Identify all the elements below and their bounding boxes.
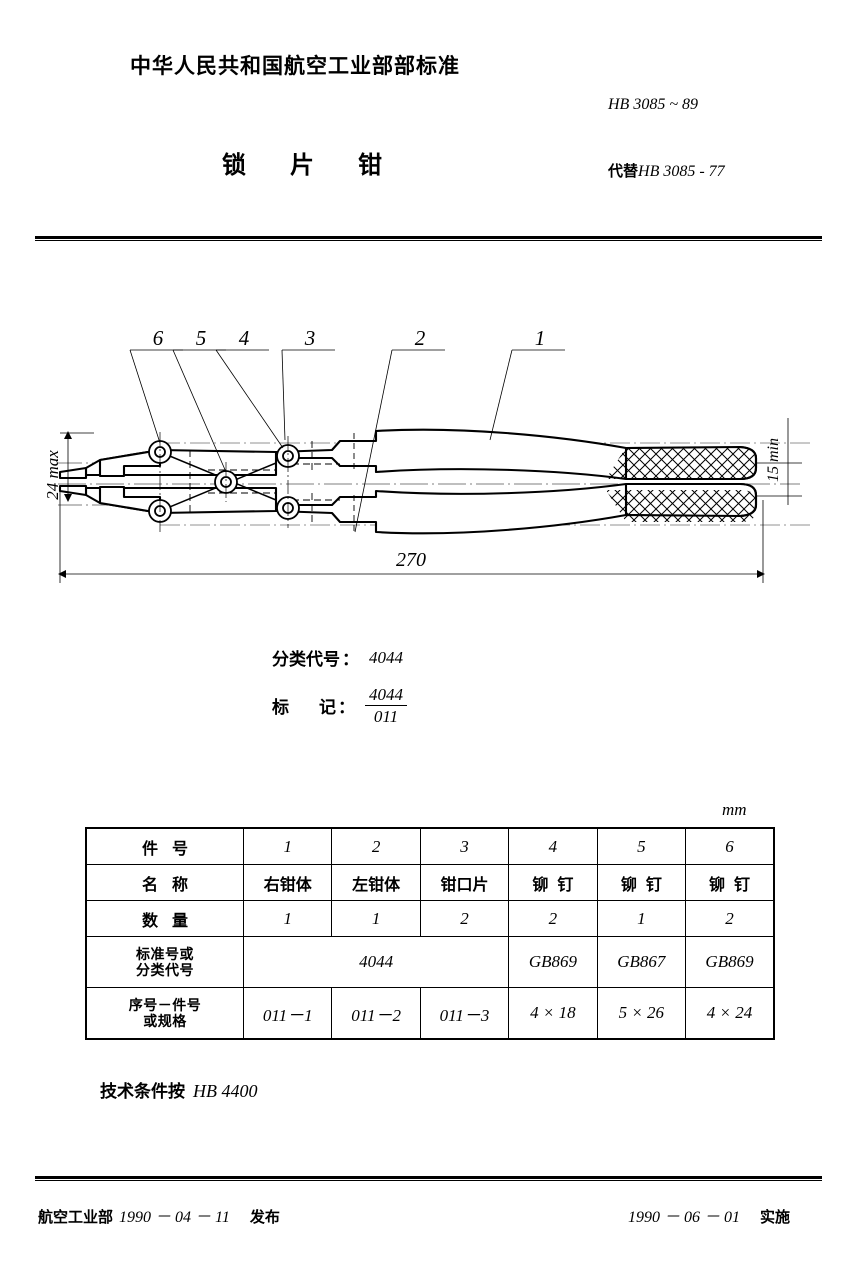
- serial-1: 011－1: [242, 987, 333, 1040]
- part-no-1: 1: [242, 827, 333, 865]
- footer-issuer: 航空工业部: [38, 1209, 114, 1226]
- part-no-5: 5: [596, 827, 687, 865]
- footer-effective: 1990 － 06 － 01 实施: [622, 1203, 790, 1227]
- tech-note-label: 技术条件按: [100, 1082, 185, 1101]
- serial-5: 5 × 26: [596, 987, 687, 1040]
- tech-note-code: HB 4400: [193, 1081, 258, 1101]
- callout-5: 5: [196, 326, 207, 350]
- marking-colon: ：: [338, 698, 355, 718]
- row-label-quantity: 数量: [85, 900, 244, 937]
- serial-6: 4 × 24: [685, 987, 776, 1040]
- table-unit-label: mm: [722, 800, 747, 819]
- header-divider-rule: [35, 236, 822, 241]
- quantity-4: 2: [508, 900, 598, 937]
- dim-height-label: 24 max: [43, 450, 62, 500]
- callout-1: 1: [535, 326, 546, 350]
- footer-issue-date: 1990 － 04 － 11: [119, 1209, 230, 1226]
- table-row-name: 名称 右钳体 左钳体 钳口片 铆钉 铆钉 铆钉: [85, 864, 776, 901]
- part-no-2: 2: [331, 827, 421, 865]
- footer-effective-action: 实施: [760, 1209, 791, 1226]
- name-2: 左钳体: [331, 864, 421, 901]
- marking-numerator: 4044: [369, 685, 403, 704]
- marking-label-b: 记: [319, 698, 336, 718]
- marking-denominator: 011: [365, 705, 407, 727]
- document-title: 锁片钳: [222, 145, 382, 180]
- replaces-code: HB 3085 - 77: [638, 163, 725, 180]
- doc-title-char-2: 片: [290, 152, 314, 179]
- row-label-name: 名称: [85, 864, 244, 901]
- classification-block: 分类代号 ： 4044 标 记 ： 4044 011: [272, 645, 407, 742]
- callout-6: 6: [153, 326, 164, 350]
- tech-condition-note: 技术条件按 HB 4400: [100, 1077, 258, 1102]
- marking-row: 标 记 ： 4044 011: [272, 684, 407, 728]
- serial-4: 4 × 18: [508, 987, 598, 1040]
- std-code-4: GB869: [508, 936, 598, 988]
- table-row-serial: 序号－件号 或规格 011－1 011－2 011－3 4 × 18 5 × 2…: [85, 987, 776, 1040]
- std-code-5: GB867: [596, 936, 687, 988]
- classification-code-label: 分类代号: [272, 650, 340, 669]
- name-3: 钳口片: [419, 864, 510, 901]
- callout-4: 4: [239, 326, 250, 350]
- pliers-technical-drawing: 6 5 4 3 2 1 24 max 15 min: [40, 300, 820, 620]
- classification-code-value: 4044: [369, 647, 403, 667]
- replaces-label: 代替: [608, 163, 639, 180]
- footer-issue-action: 发布: [249, 1209, 280, 1226]
- name-1: 右钳体: [242, 864, 333, 901]
- table-row-part-no: 件号 1 2 3 4 5 6: [85, 827, 776, 865]
- part-no-6: 6: [685, 827, 776, 865]
- doc-title-char-3: 钳: [358, 152, 382, 179]
- part-no-4: 4: [508, 827, 598, 865]
- footer-effective-date: 1990 － 06 － 01: [628, 1209, 741, 1226]
- name-4: 铆钉: [508, 864, 598, 901]
- callout-2: 2: [415, 326, 426, 350]
- standard-code: HB 3085 ~ 89: [608, 96, 698, 113]
- footer-divider-rule: [35, 1176, 822, 1181]
- row-label-serial: 序号－件号 或规格: [85, 987, 244, 1040]
- dim-handle-label: 15 min: [765, 438, 782, 482]
- name-6: 铆钉: [685, 864, 776, 901]
- marking-label-a: 标: [272, 698, 289, 718]
- part-no-3: 3: [419, 827, 510, 865]
- callout-3: 3: [304, 326, 316, 350]
- table-row-std-code: 标准号或 分类代号 4044 GB869 GB867 GB869: [85, 936, 776, 988]
- quantity-3: 2: [419, 900, 510, 937]
- parts-table: 件号 1 2 3 4 5 6 名称 右钳体 左钳体 钳口片 铆钉 铆钉 铆钉 数…: [85, 827, 776, 1040]
- quantity-1: 1: [242, 900, 333, 937]
- page-title: 中华人民共和国航空工业部部标准: [130, 55, 460, 78]
- row-label-std-code: 标准号或 分类代号: [85, 936, 244, 988]
- dim-length-label: 270: [396, 549, 426, 571]
- name-5: 铆钉: [596, 864, 687, 901]
- std-code-6: GB869: [685, 936, 776, 988]
- serial-2: 011－2: [331, 987, 421, 1040]
- replaces-note: 代替HB 3085 - 77: [608, 160, 725, 181]
- row-label-part-no: 件号: [85, 827, 244, 865]
- std-code-merged-1-3: 4044: [242, 936, 510, 988]
- footer-issue: 航空工业部 1990 － 04 － 11 发布: [38, 1203, 280, 1227]
- table-row-quantity: 数量 1 1 2 2 1 2: [85, 900, 776, 937]
- serial-3: 011－3: [419, 987, 510, 1040]
- quantity-2: 1: [331, 900, 421, 937]
- quantity-6: 2: [685, 900, 776, 937]
- quantity-5: 1: [596, 900, 687, 937]
- classification-code-row: 分类代号 ： 4044: [272, 645, 407, 670]
- doc-title-char-1: 锁: [222, 152, 246, 179]
- classification-code-colon: ：: [342, 650, 359, 669]
- marking-fraction: 4044 011: [365, 684, 407, 728]
